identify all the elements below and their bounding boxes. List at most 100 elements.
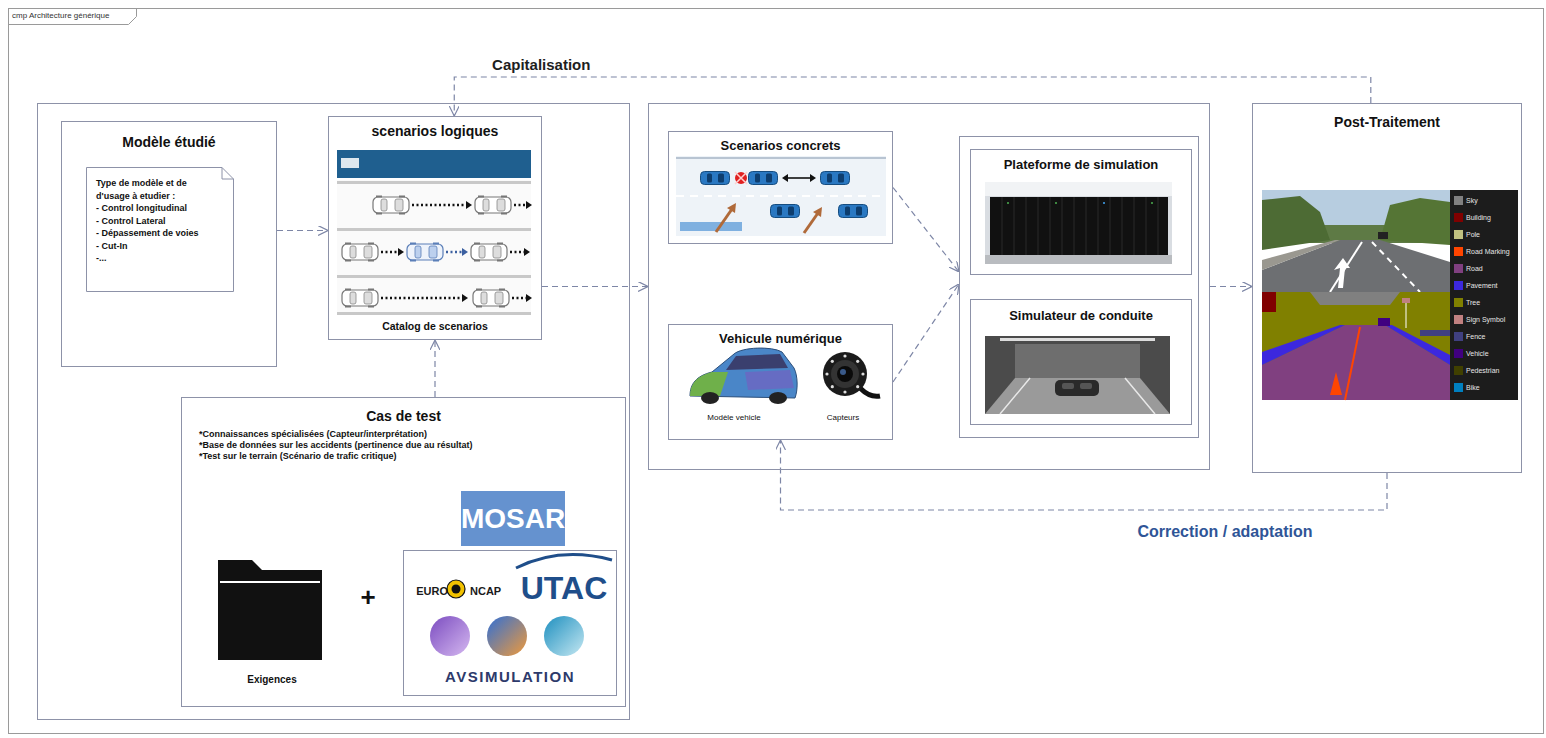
scenario-catalog-illustration (412, 204, 466, 207)
sensor-camera-picture (823, 352, 867, 396)
server-rack-photo (1002, 197, 1158, 255)
note-text: - Dépassement de voies (96, 227, 220, 240)
scenario-catalog-illustration (462, 248, 468, 256)
scenario-catalog-illustration (337, 312, 531, 315)
legend-row: Building (1450, 211, 1518, 225)
concrete-scenario-illustration (680, 222, 742, 231)
scenario-catalog-illustration (381, 251, 398, 254)
legend-row: Vehicle (1450, 347, 1518, 361)
bullet-text: *Test sur le terrain (Scénario de trafic… (199, 451, 619, 462)
segmentation-image (1310, 292, 1400, 305)
driving-simulator-photo (985, 336, 1170, 414)
concrete-scenario-illustration (804, 213, 818, 233)
dashed-connector (542, 286, 648, 287)
server-rack-photo (985, 182, 1172, 264)
server-rack-photo (1007, 202, 1009, 204)
legend-swatch (1454, 298, 1463, 307)
scenario-catalog-illustration (446, 251, 462, 254)
legend-swatch (1454, 383, 1463, 392)
folder-icon (220, 581, 320, 583)
box-title: scenarios logiques (329, 123, 541, 140)
concrete-scenario-illustration (676, 156, 886, 236)
edge-label: Correction / adaptation (1134, 522, 1315, 541)
sensor-camera-picture (825, 372, 828, 375)
bullet-text: *Base de données sur les accidents (pert… (199, 440, 619, 451)
logo-text: NCAP (470, 585, 512, 598)
box-title: Modèle étudié (62, 134, 276, 151)
legend-swatch (1454, 264, 1463, 273)
scenario-catalog-illustration (462, 294, 468, 302)
legend-swatch (1454, 349, 1463, 358)
sensor-camera-picture (840, 369, 846, 375)
legend-text: Vehicle (1466, 349, 1489, 359)
logo-text: AVSIMULATION (404, 668, 616, 686)
server-rack-photo (985, 182, 1172, 264)
legend-swatch (1454, 247, 1463, 256)
concrete-scenario-illustration (676, 195, 886, 197)
scenario-catalog-illustration (337, 181, 531, 184)
legend-text: Road Marking (1466, 247, 1510, 257)
road-photo (1380, 198, 1450, 245)
legend-swatch (1454, 213, 1463, 222)
scenario-catalog-illustration (373, 196, 409, 215)
concrete-scenario-illustration (813, 207, 822, 217)
segmentation-image (1262, 292, 1276, 312)
box-title: Cas de test (182, 408, 625, 425)
container-box: Modèle étudiéType de modèle et de d'usag… (37, 103, 630, 720)
dashed-connector (893, 284, 959, 382)
scenario-catalog-illustration (526, 294, 532, 302)
legend-row: Pole (1450, 228, 1518, 242)
scenario-catalog-illustration (381, 297, 462, 300)
legend-row: Sky (1450, 194, 1518, 208)
container-box: Scenarios concretsVehicule numériqueModè… (648, 103, 1210, 470)
driving-simulator-photo (1055, 380, 1099, 396)
legend-text: Pedestrian (1466, 366, 1499, 376)
note-text: - Cut-In (96, 240, 220, 253)
concrete-scenario-illustration (771, 205, 800, 218)
container-box: Plateforme de simulationSimulateur de co… (959, 136, 1199, 438)
legend-swatch (1454, 332, 1463, 341)
concrete-scenario-illustration (701, 172, 730, 185)
driving-simulator-photo (1015, 344, 1140, 378)
vehicle-model-picture (690, 348, 797, 404)
concrete-scenario-illustration (749, 172, 778, 185)
server-rack-photo (985, 182, 1172, 196)
legend-swatch (1454, 366, 1463, 375)
sensor-camera-picture (831, 360, 859, 388)
edge-label: Capitalisation (489, 56, 593, 74)
concrete-scenario-illustration (676, 157, 886, 159)
server-rack-photo (1055, 202, 1057, 204)
server-rack-photo (1151, 202, 1153, 204)
road-photo (1330, 242, 1362, 292)
box-title: Scenarios concrets (669, 138, 892, 154)
legend-text: Bike (1466, 383, 1480, 393)
sensor-camera-picture (843, 354, 846, 357)
scenario-catalog-illustration (337, 180, 531, 314)
legend-text: Fence (1466, 332, 1485, 342)
note-box: Type de modèle et de d'usage à etudier :… (86, 167, 234, 292)
image-caption: Capteurs (807, 413, 879, 423)
road-photo (1372, 242, 1420, 292)
legend-row: Sign Symbol (1450, 313, 1518, 327)
road-photo (1262, 190, 1450, 292)
segmentation-image (1345, 327, 1360, 400)
partner-logos (516, 555, 612, 568)
legend-row: Road Marking (1450, 245, 1518, 259)
scenario-catalog-illustration (342, 289, 378, 308)
scenario-catalog-illustration (341, 158, 359, 168)
sensor-camera-picture (823, 352, 880, 396)
dashed-connector (893, 188, 959, 272)
driving-simulator-photo (985, 378, 1170, 414)
legend-swatch (1454, 230, 1463, 239)
sensor-camera-picture (837, 366, 853, 382)
scenario-catalog-illustration (514, 204, 526, 207)
driving-simulator-photo (1062, 383, 1074, 389)
image-caption: Catalog de scenarios (329, 320, 541, 333)
sensor-camera-picture (860, 388, 880, 396)
legend-swatch (1454, 281, 1463, 290)
component-box: Modèle étudiéType de modèle et de d'usag… (61, 121, 277, 367)
server-rack-photo (1103, 202, 1105, 204)
segmentation-image (1330, 372, 1342, 395)
concrete-scenario-illustration (735, 172, 747, 184)
